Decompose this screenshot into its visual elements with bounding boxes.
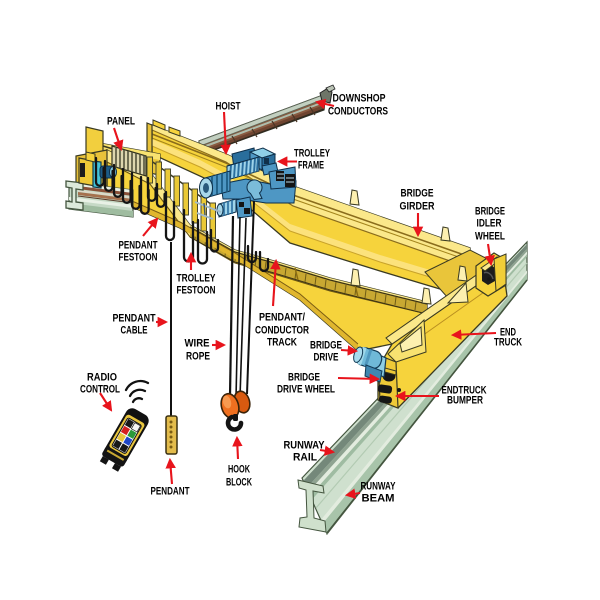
svg-text:TROLLEY: TROLLEY bbox=[177, 273, 216, 285]
svg-text:TRUCK: TRUCK bbox=[494, 337, 522, 349]
svg-text:FESTOON: FESTOON bbox=[177, 285, 216, 297]
svg-text:BRIDGE: BRIDGE bbox=[401, 188, 434, 200]
svg-text:GIRDER: GIRDER bbox=[400, 201, 435, 213]
svg-text:DRIVE: DRIVE bbox=[314, 352, 339, 364]
svg-text:FESTOON: FESTOON bbox=[119, 252, 158, 264]
svg-text:PENDANT: PENDANT bbox=[151, 486, 190, 498]
svg-text:FRAME: FRAME bbox=[298, 160, 324, 172]
svg-text:IDLER: IDLER bbox=[477, 218, 502, 230]
svg-text:BRIDGE: BRIDGE bbox=[310, 340, 342, 352]
svg-text:DOWNSHOP: DOWNSHOP bbox=[333, 93, 386, 105]
svg-text:HOIST: HOIST bbox=[216, 101, 241, 113]
svg-text:PANEL: PANEL bbox=[107, 116, 135, 128]
svg-text:TRACK: TRACK bbox=[267, 337, 297, 349]
svg-text:RUNWAY: RUNWAY bbox=[284, 440, 326, 452]
svg-text:TROLLEY: TROLLEY bbox=[294, 148, 330, 160]
svg-text:BLOCK: BLOCK bbox=[226, 477, 252, 489]
svg-text:BRIDGE: BRIDGE bbox=[288, 372, 320, 384]
svg-text:RADIO: RADIO bbox=[87, 372, 117, 384]
svg-text:BUMPER: BUMPER bbox=[447, 395, 483, 407]
svg-text:HOOK: HOOK bbox=[228, 464, 250, 476]
svg-text:DRIVE WHEEL: DRIVE WHEEL bbox=[277, 384, 335, 396]
svg-text:END: END bbox=[500, 327, 516, 339]
svg-text:PENDANT: PENDANT bbox=[113, 313, 156, 325]
svg-text:CABLE: CABLE bbox=[121, 325, 148, 337]
svg-text:PENDANT: PENDANT bbox=[119, 240, 158, 252]
svg-text:WIRE: WIRE bbox=[185, 338, 210, 350]
svg-text:CONDUCTOR: CONDUCTOR bbox=[255, 325, 309, 337]
svg-text:CONTROL: CONTROL bbox=[80, 384, 120, 396]
svg-text:CONDUCTORS: CONDUCTORS bbox=[328, 106, 388, 118]
svg-text:ROPE: ROPE bbox=[186, 351, 210, 363]
svg-text:ENDTRUCK: ENDTRUCK bbox=[442, 385, 487, 397]
svg-text:BRIDGE: BRIDGE bbox=[475, 206, 505, 218]
svg-text:BEAM: BEAM bbox=[362, 493, 395, 505]
svg-text:RAIL: RAIL bbox=[293, 452, 317, 464]
svg-text:RUNWAY: RUNWAY bbox=[361, 481, 396, 493]
svg-text:PENDANT/: PENDANT/ bbox=[259, 312, 305, 324]
svg-text:WHEEL: WHEEL bbox=[475, 231, 505, 243]
